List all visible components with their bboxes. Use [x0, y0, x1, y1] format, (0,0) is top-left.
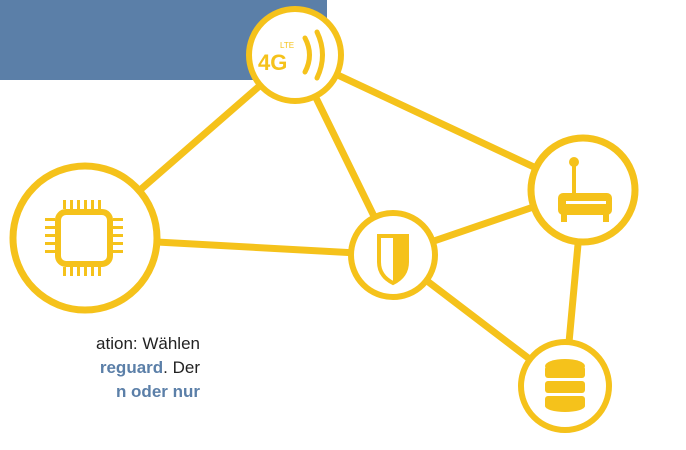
node-shield	[348, 210, 438, 300]
node-database	[518, 339, 612, 433]
node-router	[527, 134, 639, 246]
router-icon	[558, 157, 612, 222]
shield-icon	[377, 234, 409, 286]
4g-label: 4G	[258, 50, 287, 75]
body-text-line-1: ation: Wählen	[96, 334, 200, 353]
lte-label: LTE	[280, 41, 294, 50]
4g-lte-signal-icon: 4G LTE	[258, 29, 325, 81]
highlight-text: n oder nur	[115, 382, 200, 401]
node-lte: 4G LTE	[246, 6, 344, 104]
node-chip	[9, 162, 161, 314]
body-text-line-3: n oder nur	[0, 380, 200, 404]
processor-chip-icon	[45, 200, 123, 276]
database-icon	[545, 359, 585, 412]
body-text-line-2: reguard. Der	[99, 358, 200, 377]
highlight-text: reguard	[99, 358, 164, 377]
